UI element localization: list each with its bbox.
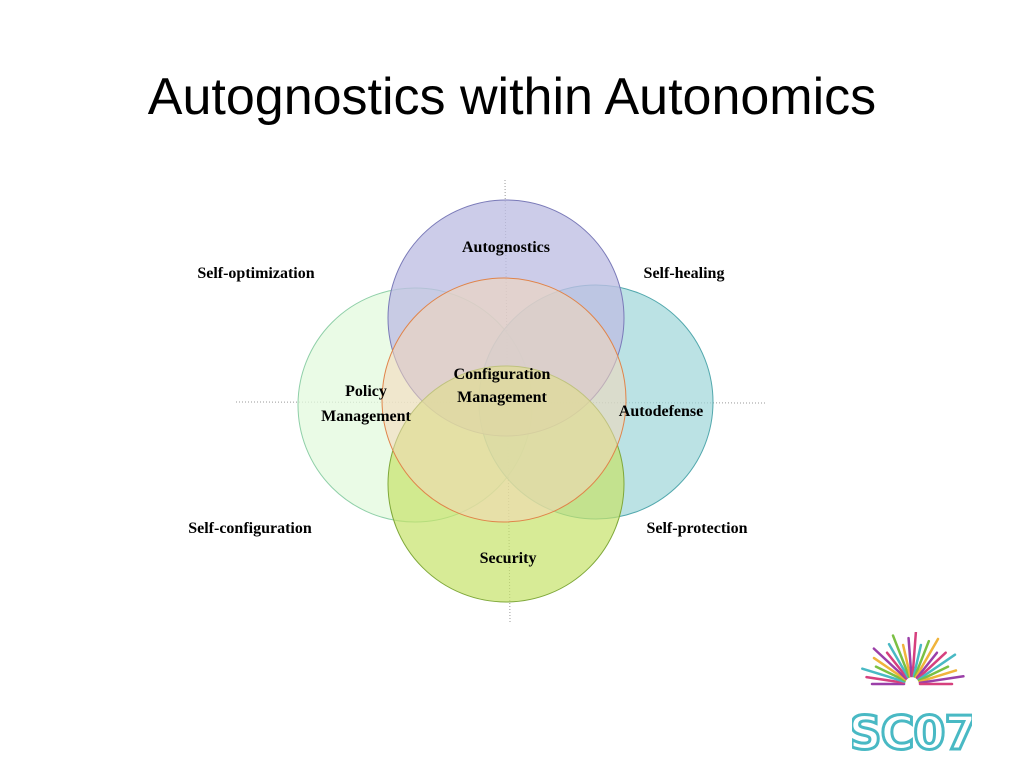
quadrant-label-top-left: Self-optimization — [197, 265, 314, 282]
label-autodefense: Autodefense — [619, 403, 703, 420]
logo-ray — [891, 634, 911, 678]
slide-title: Autognostics within Autonomics — [147, 68, 877, 126]
label-autognostics: Autognostics — [462, 239, 550, 256]
logo-ray — [918, 669, 958, 683]
logo-ray — [911, 632, 918, 678]
quadrant-label-top-right: Self-healing — [644, 265, 725, 282]
logo-ray — [917, 653, 957, 681]
logo-ray — [912, 643, 923, 678]
label-policy-line1: Policy — [345, 383, 387, 400]
quadrant-label-bottom-left: Self-configuration — [188, 520, 312, 537]
logo-ray — [917, 665, 950, 682]
logo-ray — [887, 642, 910, 679]
logo-ray — [872, 656, 907, 681]
logo-text: SC07 — [852, 706, 972, 757]
logo-ray — [901, 643, 912, 678]
logo-ray — [907, 636, 913, 678]
logo-ray — [914, 637, 940, 679]
label-configuration-line1: Configuration — [454, 366, 551, 383]
logo-ray — [874, 665, 907, 682]
logo-ray — [915, 651, 939, 679]
logo-ray — [865, 675, 906, 685]
label-security: Security — [480, 550, 537, 567]
circle-configuration-management — [381, 277, 627, 523]
logo-ray — [918, 674, 965, 685]
logo-starburst-icon — [861, 632, 965, 686]
logo-ray — [872, 647, 908, 680]
logo-ray — [916, 651, 947, 680]
sc07-logo: SC07 — [852, 632, 972, 757]
quadrant-label-bottom-right: Self-protection — [646, 520, 747, 537]
logo-ray — [885, 651, 909, 679]
label-policy-line2: Management — [321, 408, 411, 425]
logo-ray — [913, 639, 931, 678]
logo-ray — [861, 667, 906, 683]
label-configuration-line2: Management — [457, 389, 547, 406]
